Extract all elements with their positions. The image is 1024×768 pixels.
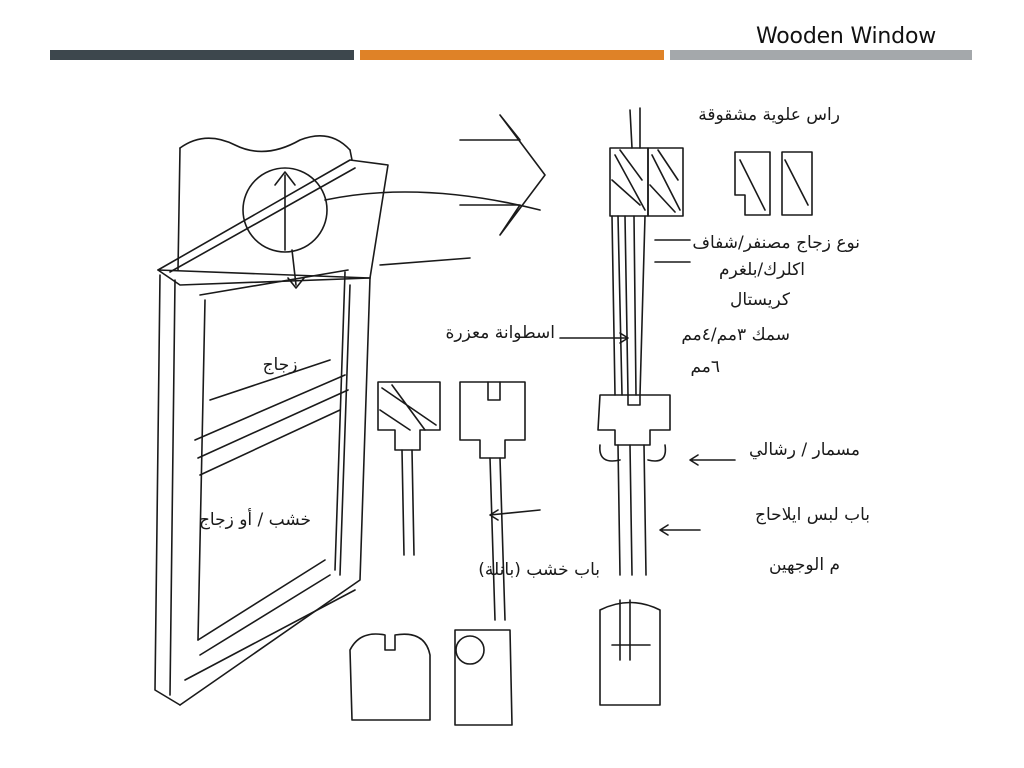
detail-sash-sill xyxy=(349,381,526,726)
label-thickness: سمك ٣مم/٤مم xyxy=(681,325,790,345)
label-wood-or-glass: خشب / أو زجاج xyxy=(199,508,311,530)
section-arrow xyxy=(459,114,546,236)
label-door-wood: باب خشب (بانلة) xyxy=(478,560,600,580)
detail-top-right xyxy=(734,151,813,216)
window-elevation xyxy=(154,134,541,706)
slide-title: Wooden Window xyxy=(756,24,936,49)
header-bar-gray xyxy=(670,50,972,60)
label-glass-type2: اكلرك/بلغرم xyxy=(719,260,805,280)
label-nail: مسمار / رشالي xyxy=(749,440,860,460)
leader-lines xyxy=(489,239,736,536)
header-bar-orange xyxy=(360,50,664,60)
label-glass-pane: زجاج xyxy=(263,355,298,375)
label-top-head: راس علوية مشقوقة xyxy=(698,105,840,125)
label-door-glass: باب لبس ايلاحاج xyxy=(755,505,870,525)
label-glass-type3: كريستال xyxy=(730,290,791,310)
label-door-glass2: م الوجهين xyxy=(769,555,840,575)
label-thickness2: ٦مم xyxy=(690,357,720,377)
vertical-section xyxy=(597,107,684,706)
label-spring-rod: اسطوانة معزرة xyxy=(446,323,555,343)
label-glass-type: نوع زجاج مصنفر/شفاف xyxy=(692,233,860,253)
header-bar-dark xyxy=(50,50,354,60)
